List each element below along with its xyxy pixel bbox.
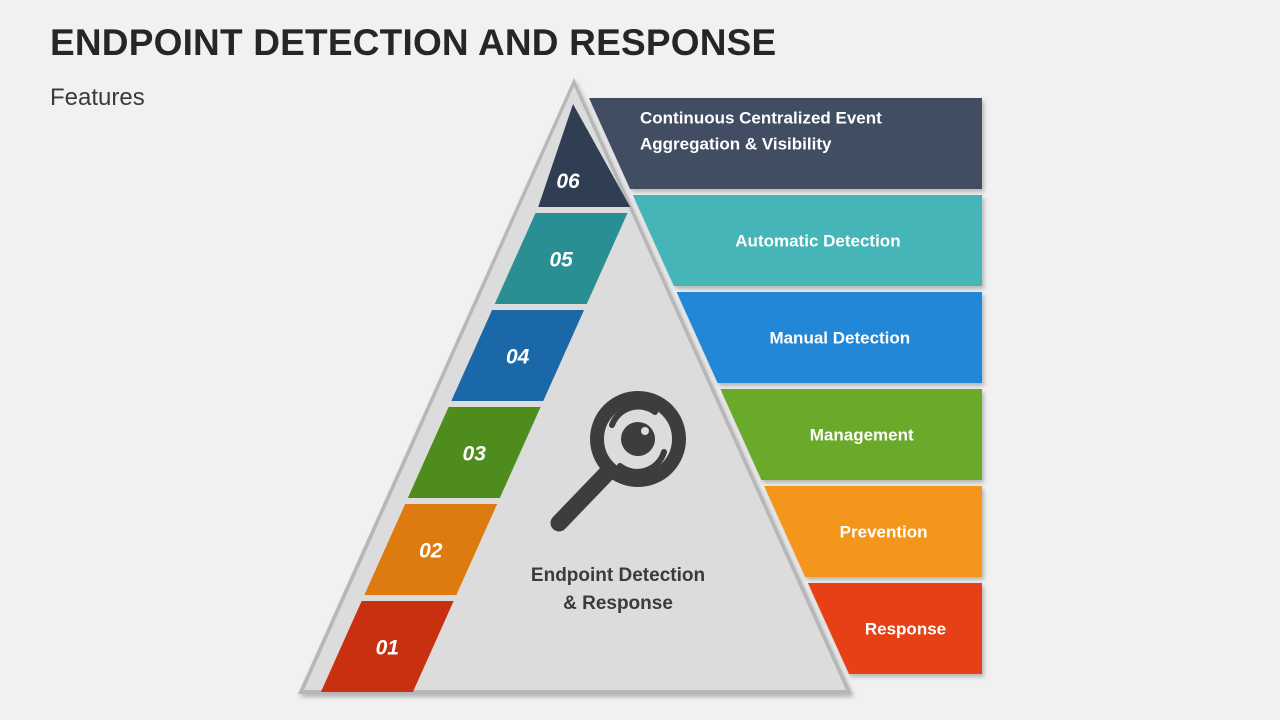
feature-band-shape bbox=[632, 195, 982, 286]
level-number-06: 06 bbox=[538, 104, 631, 207]
level-number-text: 04 bbox=[506, 346, 530, 369]
feature-band-shape bbox=[807, 583, 982, 674]
level-number-text: 01 bbox=[376, 637, 399, 660]
feature-label: Manual Detection bbox=[769, 329, 910, 348]
feature-label: Management bbox=[810, 426, 914, 445]
feature-label: Continuous Centralized Event bbox=[640, 109, 882, 128]
feature-band-shape bbox=[764, 486, 982, 577]
feature-label: Automatic Detection bbox=[735, 232, 900, 251]
feature-label: Prevention bbox=[840, 523, 928, 542]
level-number-05: 05 bbox=[494, 213, 628, 304]
feature-label: Response bbox=[865, 620, 946, 639]
level-number-text: 03 bbox=[463, 443, 487, 466]
feature-band-06: Continuous Centralized EventAggregation … bbox=[589, 98, 982, 189]
feature-band-01: Response bbox=[807, 583, 982, 674]
level-number-02: 02 bbox=[364, 504, 498, 595]
level-number-shape bbox=[320, 601, 454, 692]
feature-band-05: Automatic Detection bbox=[632, 195, 982, 286]
feature-label: Aggregation & Visibility bbox=[640, 135, 832, 154]
level-numbers: 06 05 04 03 02 01 bbox=[320, 104, 631, 692]
feature-bands: Continuous Centralized EventAggregation … bbox=[589, 98, 982, 674]
level-number-text: 02 bbox=[419, 540, 443, 563]
feature-band-shape bbox=[720, 389, 982, 480]
center-label-line1: Endpoint Detection bbox=[531, 565, 705, 586]
level-number-shape bbox=[494, 213, 628, 304]
level-number-shape bbox=[364, 504, 498, 595]
level-number-shape bbox=[407, 407, 541, 498]
feature-band-03: Management bbox=[720, 389, 982, 480]
level-number-shape bbox=[451, 310, 585, 401]
feature-band-shape bbox=[589, 98, 982, 189]
feature-band-shape bbox=[676, 292, 982, 383]
level-number-shape bbox=[538, 104, 631, 207]
level-number-04: 04 bbox=[451, 310, 585, 401]
slide-subtitle: Features bbox=[50, 84, 145, 111]
level-number-01: 01 bbox=[320, 601, 454, 692]
slide-title: ENDPOINT DETECTION AND RESPONSE bbox=[50, 22, 777, 63]
magnifier-eye-icon bbox=[550, 391, 686, 532]
feature-band-02: Prevention bbox=[764, 486, 982, 577]
level-number-03: 03 bbox=[407, 407, 541, 498]
level-number-text: 06 bbox=[556, 170, 580, 193]
level-number-text: 05 bbox=[549, 249, 573, 272]
feature-band-04: Manual Detection bbox=[676, 292, 982, 383]
center-label-line2: & Response bbox=[563, 593, 673, 614]
